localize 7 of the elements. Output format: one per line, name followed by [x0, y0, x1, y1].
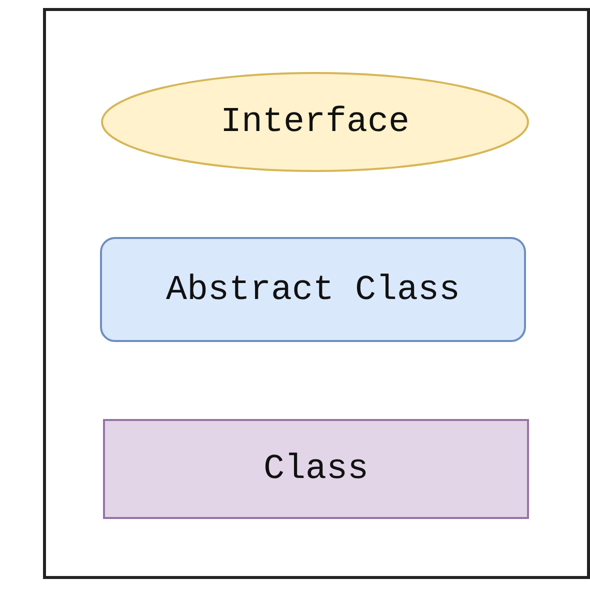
frame-box — [43, 8, 590, 579]
node-label: Interface — [220, 102, 410, 142]
class-box — [103, 419, 529, 519]
node-label: Abstract Class — [166, 270, 460, 310]
node-label: Class — [263, 449, 369, 489]
interface-ellipse — [101, 72, 529, 172]
abstract-class-box — [100, 237, 526, 342]
